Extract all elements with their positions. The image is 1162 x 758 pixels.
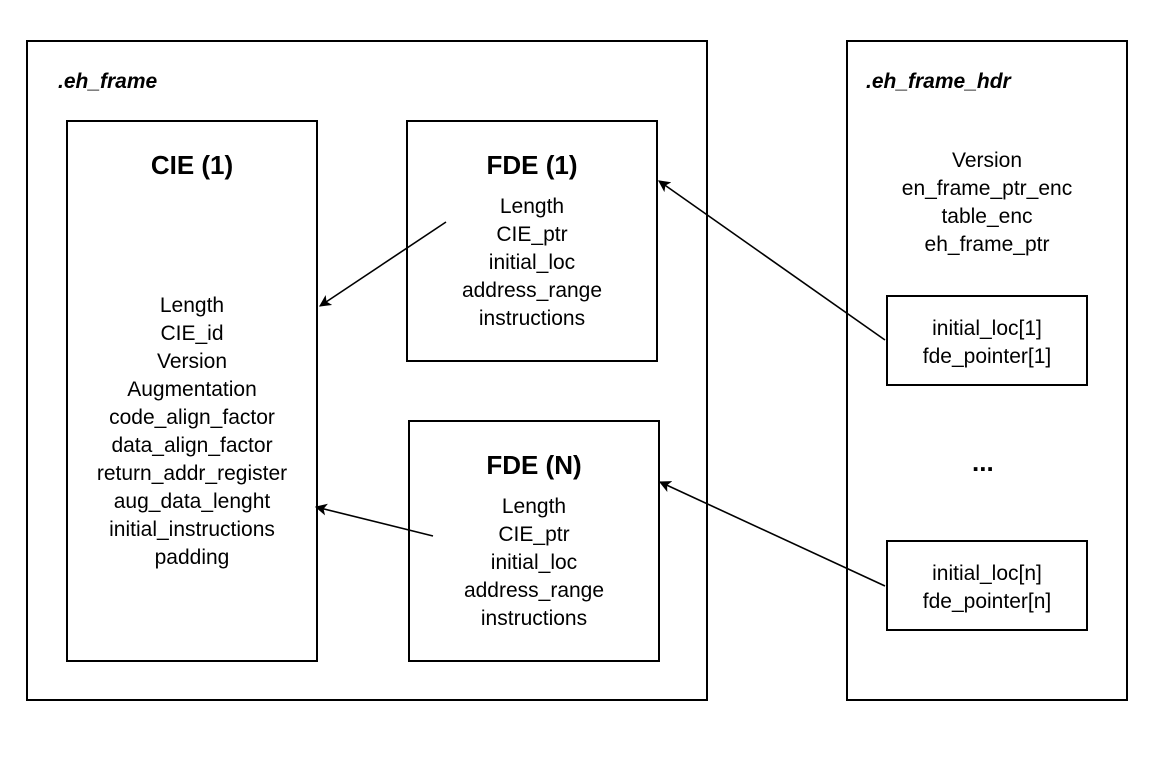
cie-title: CIE (1) bbox=[150, 150, 234, 180]
fde-field: Length bbox=[499, 195, 565, 218]
fde-1-title: FDE (1) bbox=[486, 150, 578, 180]
eh-frame-title: .eh_frame bbox=[58, 70, 158, 93]
cie-field: padding bbox=[154, 546, 230, 569]
cie-box: CIE (1) Length CIE_id Version Augmentati… bbox=[66, 120, 318, 662]
table-entry-field: fde_pointer[1] bbox=[922, 345, 1052, 368]
table-entry-field: fde_pointer[n] bbox=[922, 590, 1052, 613]
fde-field: address_range bbox=[461, 279, 603, 302]
hdr-field: eh_frame_ptr bbox=[924, 233, 1050, 256]
table-entry-n-fields: initial_loc[n] fde_pointer[n] bbox=[888, 560, 1086, 616]
fde-1-box: FDE (1) Length CIE_ptr initial_loc addre… bbox=[406, 120, 658, 362]
fde-field: Length bbox=[501, 495, 567, 518]
fde-field: CIE_ptr bbox=[498, 523, 570, 546]
table-entry-field: initial_loc[n] bbox=[932, 562, 1042, 585]
fde-field: instructions bbox=[480, 607, 588, 630]
fde-n-fields: Length CIE_ptr initial_loc address_range… bbox=[410, 493, 658, 633]
table-entry-1-box: initial_loc[1] fde_pointer[1] bbox=[886, 295, 1088, 386]
fde-field: initial_loc bbox=[488, 251, 576, 274]
fde-field: CIE_ptr bbox=[496, 223, 568, 246]
cie-field: Length bbox=[159, 294, 225, 317]
cie-field: Augmentation bbox=[127, 378, 257, 401]
cie-field: aug_data_lenght bbox=[113, 490, 271, 513]
hdr-field: table_enc bbox=[941, 205, 1033, 228]
cie-fields: Length CIE_id Version Augmentation code_… bbox=[68, 292, 316, 572]
fde-n-title: FDE (N) bbox=[486, 450, 582, 480]
fde-field: instructions bbox=[478, 307, 586, 330]
cie-field: return_addr_register bbox=[96, 462, 288, 485]
table-entry-field: initial_loc[1] bbox=[932, 317, 1042, 340]
cie-field: code_align_factor bbox=[109, 406, 275, 429]
table-entry-1-fields: initial_loc[1] fde_pointer[1] bbox=[888, 315, 1086, 371]
fde-field: initial_loc bbox=[490, 551, 578, 574]
table-entry-n-box: initial_loc[n] fde_pointer[n] bbox=[886, 540, 1088, 631]
fde-field: address_range bbox=[463, 579, 605, 602]
hdr-field: Version bbox=[951, 149, 1023, 172]
cie-field: initial_instructions bbox=[109, 518, 275, 541]
table-ellipsis: ... bbox=[972, 447, 994, 477]
cie-field: CIE_id bbox=[160, 322, 224, 345]
hdr-header-fields: Version en_frame_ptr_enc table_enc eh_fr… bbox=[848, 147, 1126, 259]
cie-field: Version bbox=[156, 350, 228, 373]
eh-frame-hdr-title: .eh_frame_hdr bbox=[866, 70, 1011, 93]
fde-n-box: FDE (N) Length CIE_ptr initial_loc addre… bbox=[408, 420, 660, 662]
hdr-field: en_frame_ptr_enc bbox=[901, 177, 1073, 200]
cie-field: data_align_factor bbox=[111, 434, 273, 457]
fde-1-fields: Length CIE_ptr initial_loc address_range… bbox=[408, 193, 656, 333]
